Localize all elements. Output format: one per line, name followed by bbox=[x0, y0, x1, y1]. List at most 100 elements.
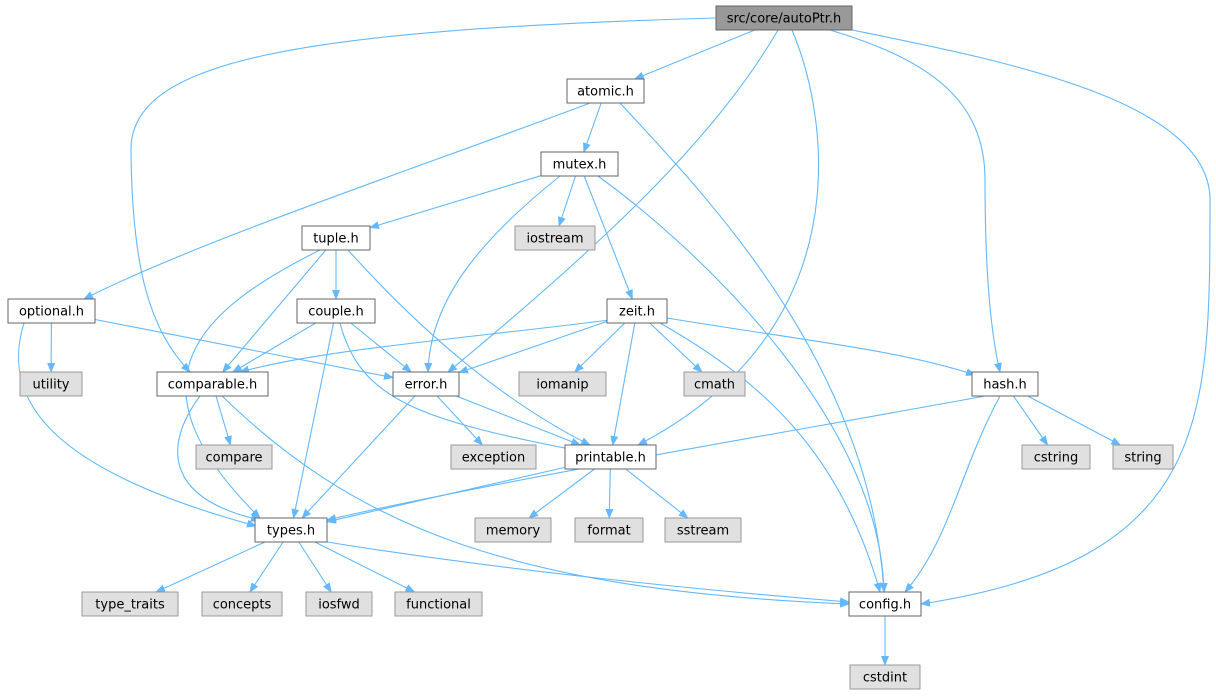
node-box bbox=[201, 591, 283, 617]
edge-atomic-to-optional bbox=[83, 102, 591, 300]
edge-optional-to-types bbox=[17, 322, 257, 528]
node-box bbox=[518, 371, 607, 397]
node-box bbox=[514, 225, 596, 251]
node-label: config.h bbox=[859, 598, 911, 613]
edge-zeit-to-printable bbox=[610, 322, 636, 446]
edges-layer bbox=[17, 17, 1211, 666]
node-box bbox=[715, 5, 853, 31]
node-label: comparable.h bbox=[168, 378, 258, 393]
node-box bbox=[7, 298, 96, 324]
node-iostream: iostream bbox=[514, 225, 596, 251]
node-autoPtr[interactable]: src/core/autoPtr.h bbox=[715, 5, 853, 31]
node-box bbox=[849, 664, 921, 690]
node-label: atomic.h bbox=[577, 85, 634, 100]
node-label: cmath bbox=[694, 378, 735, 393]
edge-types-to-iosfwd bbox=[298, 541, 332, 593]
node-box bbox=[971, 371, 1039, 397]
edge-tuple-to-comparable bbox=[222, 249, 327, 373]
edge-zeit-to-error bbox=[458, 320, 608, 374]
node-box bbox=[19, 371, 83, 397]
edge-mutex-to-zeit bbox=[583, 175, 633, 300]
edge-printable-to-types bbox=[326, 466, 566, 524]
node-label: type_traits bbox=[95, 598, 165, 613]
node-label: functional bbox=[406, 598, 471, 613]
edge-hash-to-config bbox=[904, 395, 1001, 593]
edge-printable-to-format bbox=[605, 468, 614, 519]
node-label: hash.h bbox=[983, 378, 1027, 393]
edge-hash-to-cstring bbox=[1012, 395, 1049, 446]
node-label: couple.h bbox=[308, 305, 364, 320]
node-config[interactable]: config.h bbox=[848, 591, 922, 617]
node-utility: utility bbox=[19, 371, 83, 397]
node-box bbox=[848, 591, 922, 617]
node-box bbox=[450, 444, 537, 470]
edge-zeit-to-config bbox=[659, 322, 882, 593]
edge-comparable-to-config bbox=[221, 395, 850, 608]
edge-atomic-to-mutex bbox=[583, 102, 602, 153]
node-box bbox=[1112, 444, 1174, 470]
node-label: iomanip bbox=[536, 378, 588, 393]
edge-atomic-to-config bbox=[619, 102, 888, 593]
node-type-traits: type_traits bbox=[81, 591, 179, 617]
edge-error-to-printable bbox=[456, 395, 582, 446]
node-label: iosfwd bbox=[318, 598, 360, 613]
edge-types-to-concepts bbox=[249, 541, 284, 593]
node-box bbox=[156, 371, 269, 397]
node-atomic[interactable]: atomic.h bbox=[566, 78, 645, 104]
node-label: types.h bbox=[267, 524, 315, 539]
node-box bbox=[1021, 444, 1091, 470]
node-label: exception bbox=[462, 451, 526, 466]
node-label: cstring bbox=[1034, 451, 1078, 466]
node-box bbox=[301, 225, 371, 251]
node-comparable[interactable]: comparable.h bbox=[156, 371, 269, 397]
node-compare: compare bbox=[195, 444, 273, 470]
node-zeit[interactable]: zeit.h bbox=[606, 298, 668, 324]
edge-mutex-to-error bbox=[424, 175, 561, 373]
node-box bbox=[664, 517, 742, 543]
node-types[interactable]: types.h bbox=[254, 517, 328, 543]
node-string: string bbox=[1112, 444, 1174, 470]
node-box bbox=[392, 371, 460, 397]
edge-zeit-to-iomanip bbox=[573, 322, 626, 373]
edge-zeit-to-comparable bbox=[239, 319, 611, 374]
node-error[interactable]: error.h bbox=[392, 371, 460, 397]
node-mutex[interactable]: mutex.h bbox=[540, 151, 619, 177]
node-label: optional.h bbox=[19, 305, 84, 320]
node-label: utility bbox=[33, 378, 70, 393]
node-box bbox=[564, 444, 657, 470]
edge-mutex-to-iostream bbox=[558, 175, 577, 227]
node-tuple[interactable]: tuple.h bbox=[301, 225, 371, 251]
edge-optional-to-error bbox=[94, 318, 394, 380]
node-box bbox=[81, 591, 179, 617]
node-box bbox=[606, 298, 668, 324]
edge-couple-to-comparable bbox=[231, 322, 316, 373]
node-hash[interactable]: hash.h bbox=[971, 371, 1039, 397]
node-label: src/core/autoPtr.h bbox=[727, 12, 842, 27]
node-label: string bbox=[1124, 451, 1161, 466]
node-label: sstream bbox=[677, 524, 729, 539]
edge-autoPtr-to-config bbox=[851, 29, 1211, 607]
node-exception: exception bbox=[450, 444, 537, 470]
node-box bbox=[254, 517, 328, 543]
edge-autoPtr-to-hash bbox=[829, 29, 1002, 373]
node-label: memory bbox=[486, 524, 541, 539]
node-sstream: sstream bbox=[664, 517, 742, 543]
edge-couple-to-types bbox=[291, 322, 335, 519]
node-optional[interactable]: optional.h bbox=[7, 298, 96, 324]
node-printable[interactable]: printable.h bbox=[564, 444, 657, 470]
edge-comparable-to-compare bbox=[215, 395, 232, 446]
node-format: format bbox=[574, 517, 644, 543]
node-functional: functional bbox=[394, 591, 483, 617]
edge-mutex-to-tuple bbox=[369, 175, 542, 229]
node-memory: memory bbox=[474, 517, 552, 543]
edge-hash-to-string bbox=[1027, 395, 1122, 446]
node-label: error.h bbox=[405, 378, 448, 393]
node-box bbox=[574, 517, 644, 543]
node-box bbox=[394, 591, 483, 617]
node-label: zeit.h bbox=[619, 305, 655, 320]
edge-autoPtr-to-comparable bbox=[130, 17, 717, 373]
edge-types-to-functional bbox=[314, 541, 416, 593]
node-cmath: cmath bbox=[683, 371, 746, 397]
node-couple[interactable]: couple.h bbox=[296, 298, 376, 324]
node-cstring: cstring bbox=[1021, 444, 1091, 470]
